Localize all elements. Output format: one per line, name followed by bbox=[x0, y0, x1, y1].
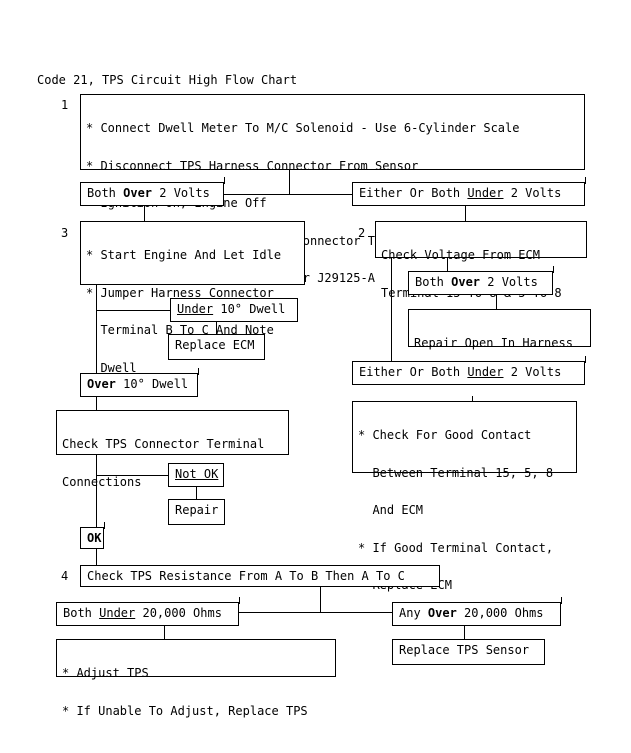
replace-ecm-box: Replace ECM bbox=[168, 334, 265, 360]
not-ok-box: Not OK bbox=[168, 463, 224, 487]
both-over-2-volts-right-box: Both Over 2 Volts bbox=[408, 271, 553, 295]
repair-box: Repair bbox=[168, 499, 225, 525]
step-number-1: 1 bbox=[61, 98, 69, 112]
repair-open-box: Repair Open In Harness To TPS bbox=[408, 309, 591, 387]
any-over-20000-ohms-box: Any Over 20,000 Ohms bbox=[392, 602, 561, 626]
step-4-box: Check TPS Resistance From A To B Then A … bbox=[80, 565, 440, 587]
adjust-tps-box: * Adjust TPS * If Unable To Adjust, Repl… bbox=[56, 639, 336, 717]
either-under-2-volts-right-box: Either Or Both Under 2 Volts bbox=[352, 361, 585, 385]
both-under-20000-ohms-box: Both Under 20,000 Ohms bbox=[56, 602, 239, 626]
step-1-line-2: * Disconnect TPS Harness Connector From … bbox=[86, 158, 419, 173]
step-3-box: * Start Engine And Let Idle * Jumper Har… bbox=[80, 221, 305, 374]
chart-title: Code 21, TPS Circuit High Flow Chart bbox=[37, 73, 298, 87]
either-under-2-volts-box: Either Or Both Under 2 Volts bbox=[352, 182, 585, 206]
step-number-2: 2 bbox=[358, 226, 366, 240]
step-2-box: Check Voltage From ECM Terminal 15 To 8 … bbox=[375, 221, 587, 299]
step-number-4: 4 bbox=[61, 569, 69, 583]
replace-tps-sensor-box: Replace TPS Sensor bbox=[392, 639, 545, 665]
step-1-line-1: * Connect Dwell Meter To M/C Solenoid - … bbox=[86, 121, 520, 135]
over-10-dwell-box: Over 10° Dwell bbox=[80, 373, 198, 397]
under-10-dwell-box: Under 10° Dwell bbox=[170, 298, 298, 322]
step-1-box: * Connect Dwell Meter To M/C Solenoid - … bbox=[80, 94, 585, 284]
step-number-3: 3 bbox=[61, 226, 69, 240]
ok-box: OK bbox=[80, 527, 104, 549]
check-tps-connector-box: Check TPS Connector Terminal Connections bbox=[56, 410, 289, 488]
both-over-2-volts-box: Both Over 2 Volts bbox=[80, 182, 224, 206]
check-contact-box: * Check For Good Contact Between Termina… bbox=[352, 401, 577, 591]
